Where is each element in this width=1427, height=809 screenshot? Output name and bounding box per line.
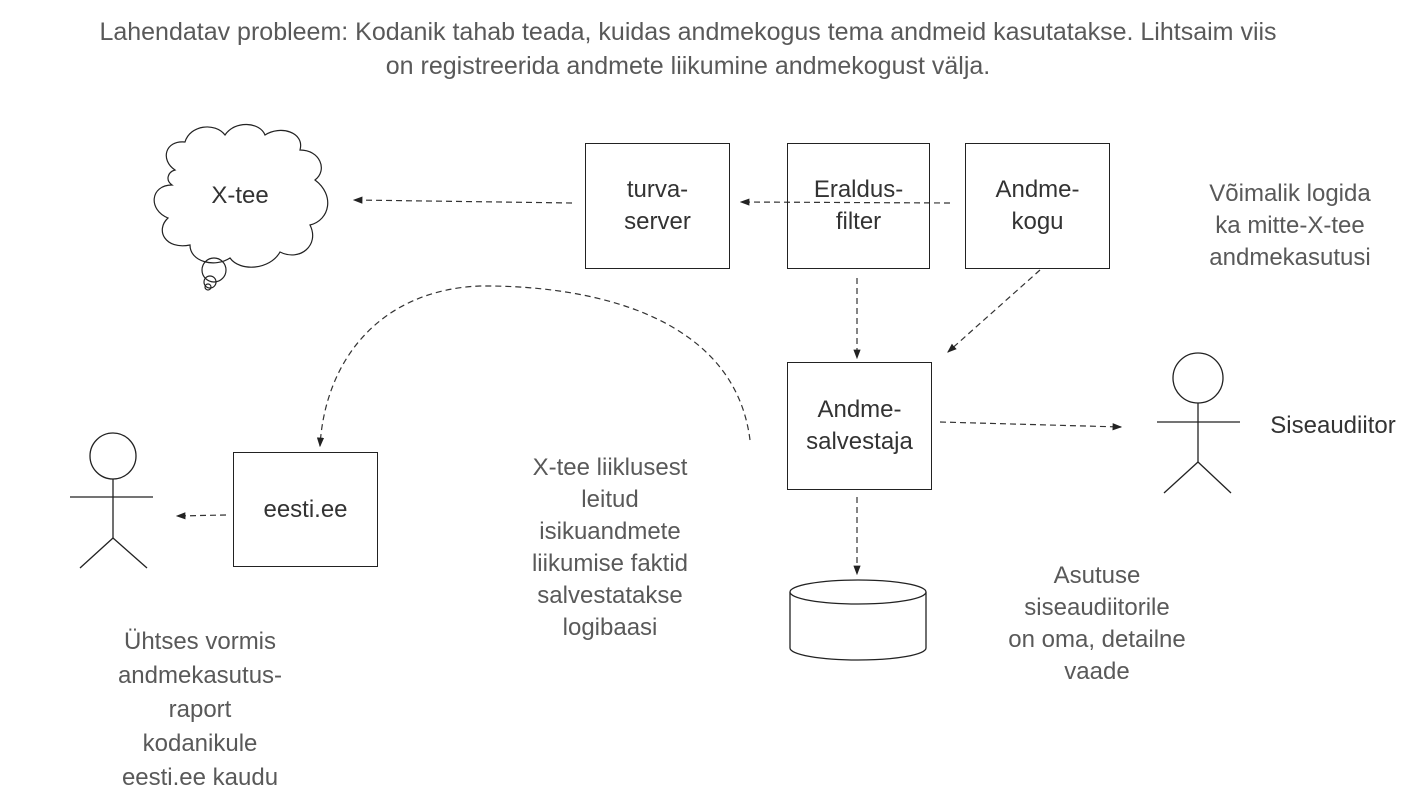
arrow-eesti-to-citizen [175, 512, 227, 520]
siseaudiitor-figure [1157, 352, 1240, 494]
eraldusfilter-box: Eraldus-filter [787, 143, 930, 269]
arrow-salvestaja-to-siseaudiitor [939, 421, 1123, 431]
arrow-andmekogu-to-salvestaja [947, 269, 1041, 353]
salvestaja-label-2: salvestaja [806, 428, 913, 455]
turva-label-2: server [624, 208, 691, 235]
arrow-arc-to-eesti [316, 285, 751, 448]
title-line-2: on registreerida andmete liikumine andme… [385, 52, 991, 80]
eesti-ee-box: eesti.ee [233, 452, 378, 567]
eraldus-label-2: filter [835, 208, 882, 235]
eraldus-label-1: Eraldus- [813, 176, 904, 203]
citizen-figure [70, 432, 153, 569]
eesti-label: eesti.ee [263, 495, 348, 523]
andmekogu-box: Andme-kogu [965, 143, 1110, 269]
cloud-label: X-tee [211, 182, 269, 209]
arrow-turva-to-xtee [352, 196, 573, 204]
arrow-andmekogu-to-turva [739, 198, 951, 206]
title-line-1: Lahendatav probleem: Kodanik tahab teada… [99, 18, 1277, 46]
salvestaja-label-1: Andme- [817, 396, 902, 423]
andmekogu-label-1: Andme- [995, 176, 1080, 203]
cloud-shape [153, 123, 329, 291]
turva-label-1: turva- [626, 176, 689, 203]
siseaudiitor-label: Siseaudiitor [1270, 412, 1396, 439]
andmesalvestaja-box: Andme-salvestaja [787, 362, 932, 490]
turva-server-box: turva-server [585, 143, 730, 269]
database-cylinder [789, 579, 927, 661]
andmekogu-label-2: kogu [1011, 208, 1064, 235]
